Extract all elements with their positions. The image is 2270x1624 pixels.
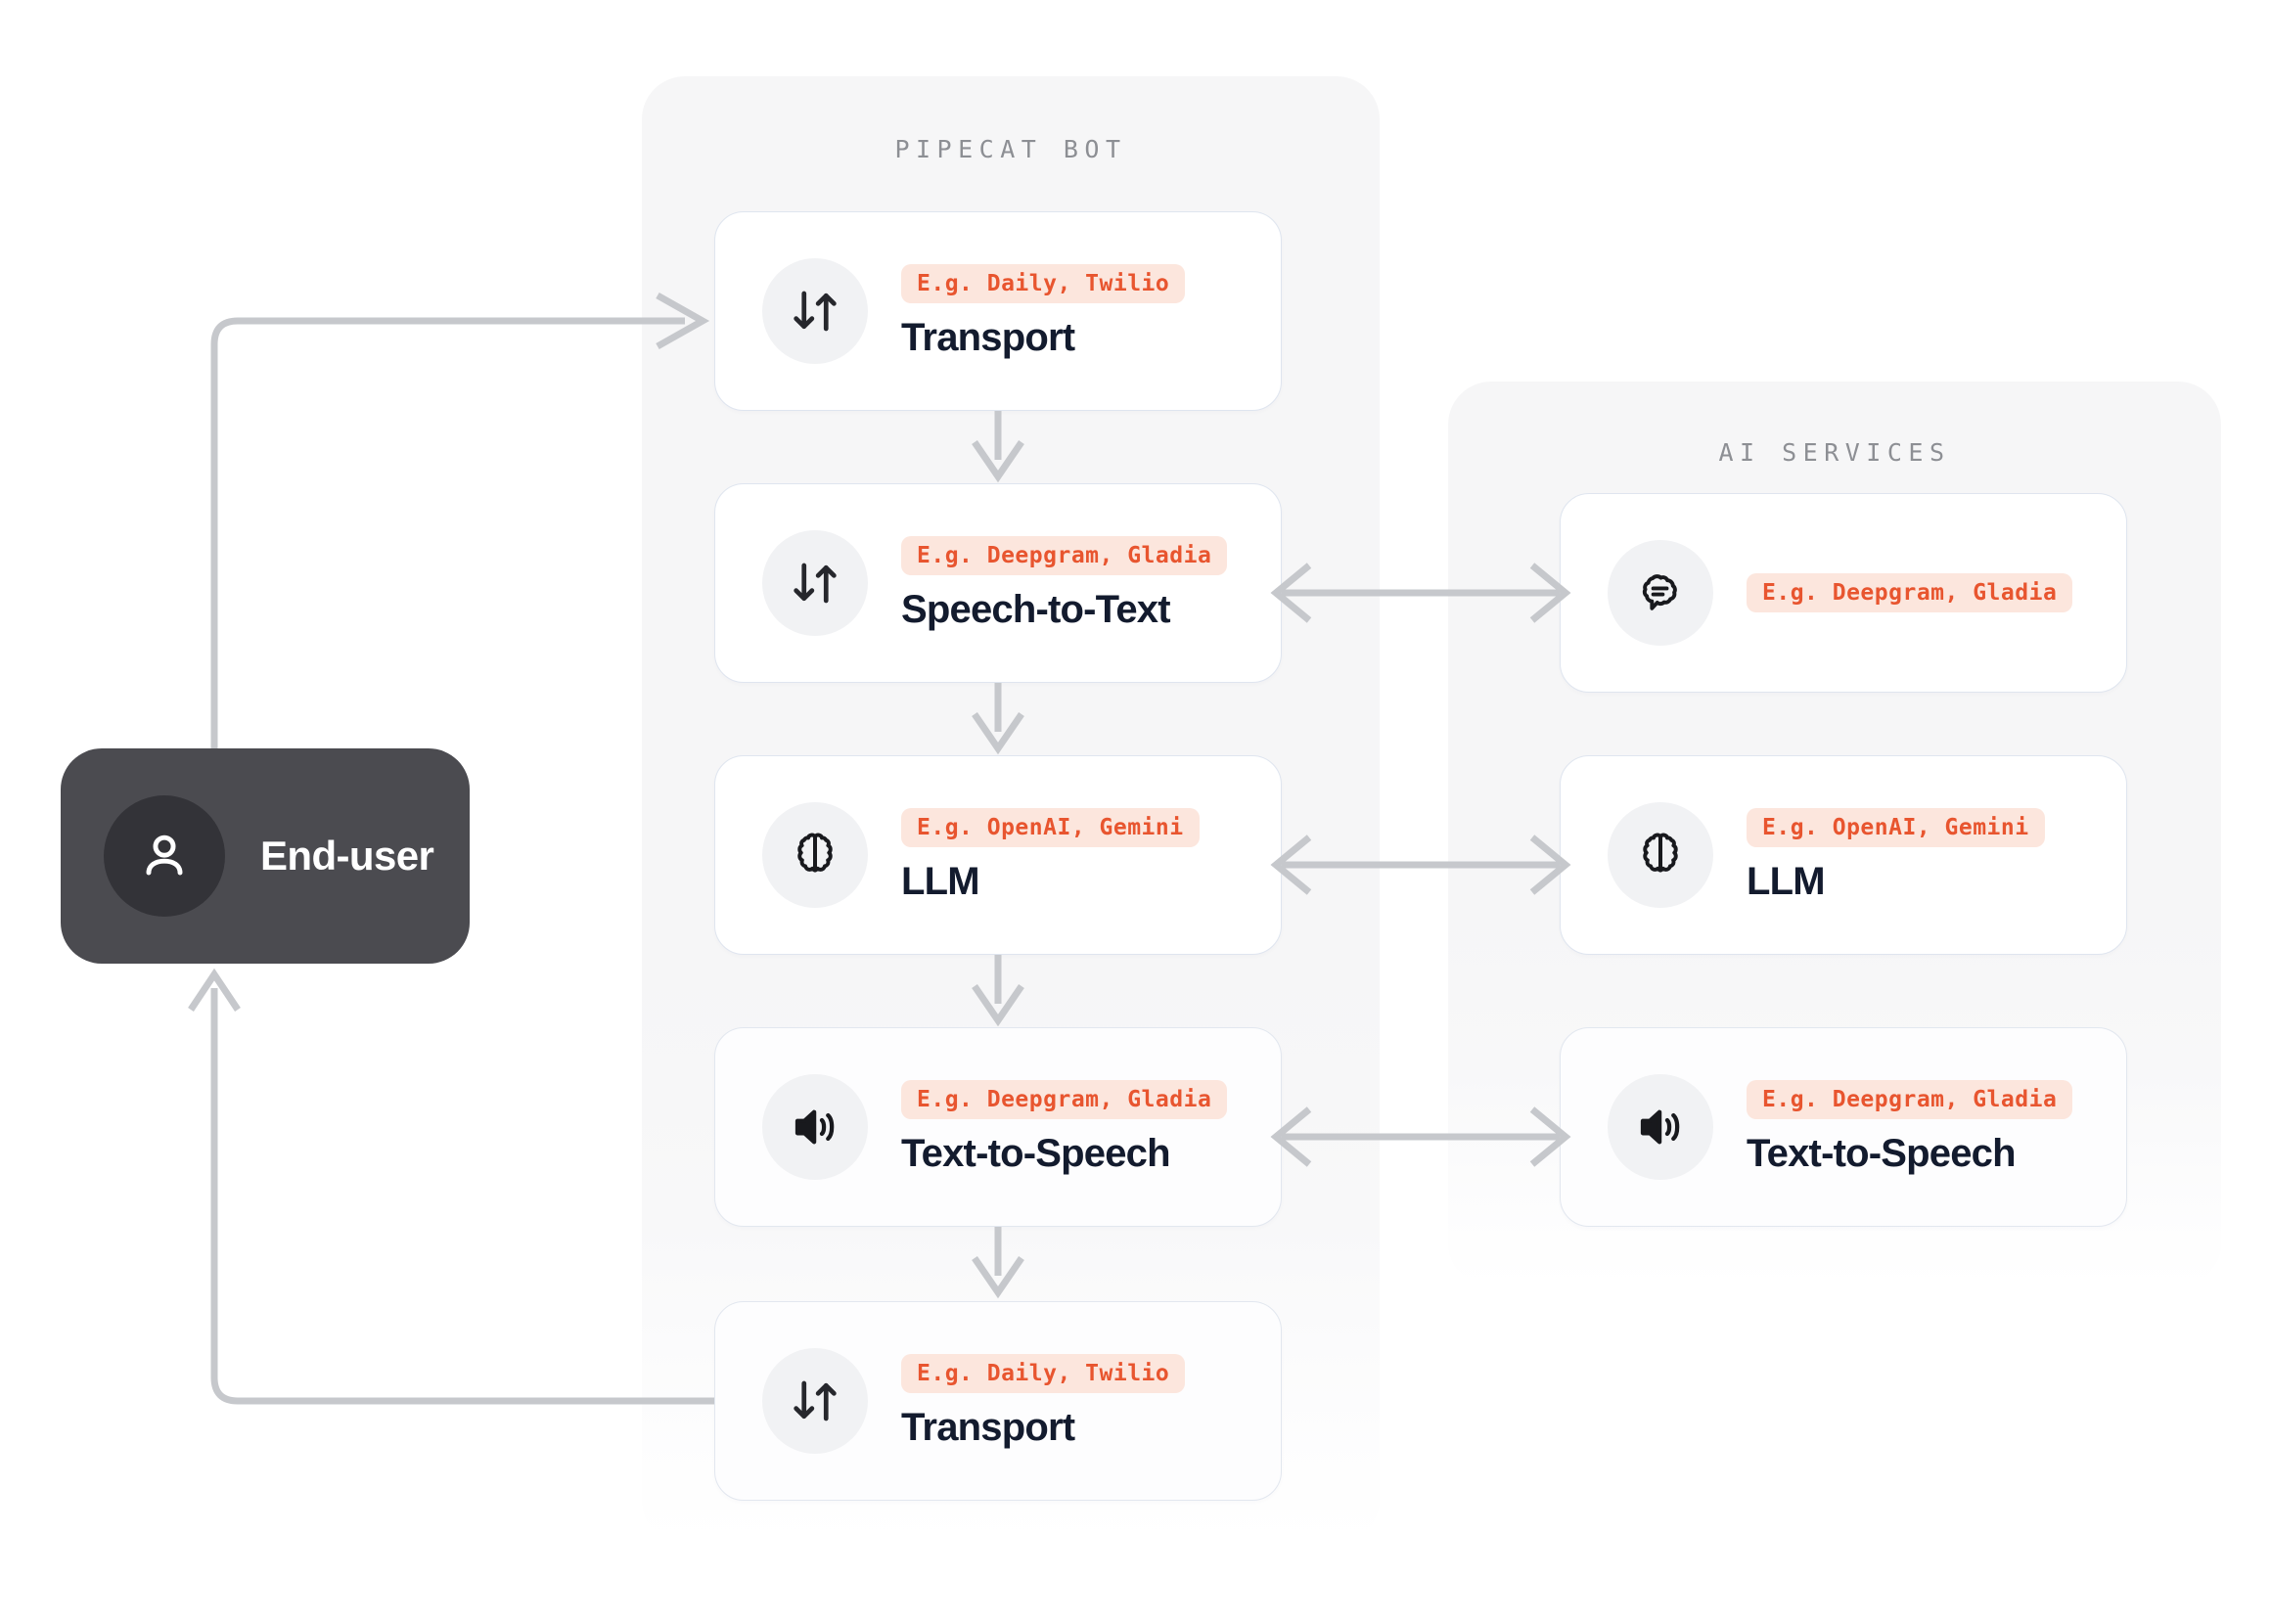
- card-ai-llm-tag: E.g. OpenAI, Gemini: [1747, 807, 2045, 847]
- speech-bubble-icon: [1608, 540, 1713, 646]
- card-ai-tts-title: Text-to-Speech: [1747, 1131, 2017, 1175]
- card-text-to-speech-tag: E.g. Deepgram, Gladia: [901, 1079, 1228, 1119]
- card-ai-tts-tag: E.g. Deepgram, Gladia: [1747, 1079, 2073, 1119]
- speaker-icon: [1608, 1074, 1713, 1180]
- card-transport-in-body: E.g. Daily, Twilio Transport: [901, 263, 1186, 359]
- end-user-label: End-user: [260, 833, 434, 879]
- connector-enduser-to-transport-in: [210, 292, 710, 748]
- card-speech-to-text[interactable]: E.g. Deepgram, Gladia Speech-to-Text: [714, 483, 1282, 683]
- card-llm-body: E.g. OpenAI, Gemini LLM: [901, 807, 1200, 903]
- transport-arrows-icon: [762, 258, 868, 364]
- card-llm-tag: E.g. OpenAI, Gemini: [901, 807, 1200, 847]
- brain-icon: [762, 802, 868, 908]
- transport-arrows-icon: [762, 530, 868, 636]
- card-transport-in-title: Transport: [901, 315, 1075, 359]
- connector-transport-out-to-enduser: [188, 968, 714, 1405]
- card-transport-in[interactable]: E.g. Daily, Twilio Transport: [714, 211, 1282, 411]
- card-text-to-speech-title: Text-to-Speech: [901, 1131, 1171, 1175]
- panel-ai-services-title: AI SERVICES: [1718, 438, 1951, 467]
- speaker-icon: [762, 1074, 868, 1180]
- card-speech-to-text-title: Speech-to-Text: [901, 587, 1171, 631]
- card-transport-out-title: Transport: [901, 1405, 1075, 1449]
- card-ai-stt-tag: E.g. Deepgram, Gladia: [1747, 573, 2073, 612]
- card-speech-to-text-tag: E.g. Deepgram, Gladia: [901, 535, 1228, 575]
- transport-arrows-icon: [762, 1348, 868, 1454]
- card-llm[interactable]: E.g. OpenAI, Gemini LLM: [714, 755, 1282, 955]
- card-speech-to-text-body: E.g. Deepgram, Gladia Speech-to-Text: [901, 535, 1228, 631]
- card-llm-title: LLM: [901, 859, 980, 903]
- brain-icon: [1608, 802, 1713, 908]
- card-ai-llm-body: E.g. OpenAI, Gemini LLM: [1747, 807, 2045, 903]
- card-transport-out-body: E.g. Daily, Twilio Transport: [901, 1353, 1186, 1449]
- end-user-node[interactable]: End-user: [61, 748, 470, 964]
- card-transport-in-tag: E.g. Daily, Twilio: [901, 263, 1186, 303]
- card-text-to-speech-body: E.g. Deepgram, Gladia Text-to-Speech: [901, 1079, 1228, 1175]
- person-icon: [104, 795, 225, 917]
- card-transport-out[interactable]: E.g. Daily, Twilio Transport: [714, 1301, 1282, 1501]
- panel-pipecat-bot-title: PIPECAT BOT: [894, 135, 1127, 163]
- card-ai-stt[interactable]: E.g. Deepgram, Gladia: [1560, 493, 2127, 693]
- card-ai-stt-body: E.g. Deepgram, Gladia: [1747, 573, 2073, 612]
- card-ai-llm[interactable]: E.g. OpenAI, Gemini LLM: [1560, 755, 2127, 955]
- card-text-to-speech[interactable]: E.g. Deepgram, Gladia Text-to-Speech: [714, 1027, 1282, 1227]
- card-ai-tts-body: E.g. Deepgram, Gladia Text-to-Speech: [1747, 1079, 2073, 1175]
- card-ai-tts[interactable]: E.g. Deepgram, Gladia Text-to-Speech: [1560, 1027, 2127, 1227]
- card-transport-out-tag: E.g. Daily, Twilio: [901, 1353, 1186, 1393]
- card-ai-llm-title: LLM: [1747, 859, 1826, 903]
